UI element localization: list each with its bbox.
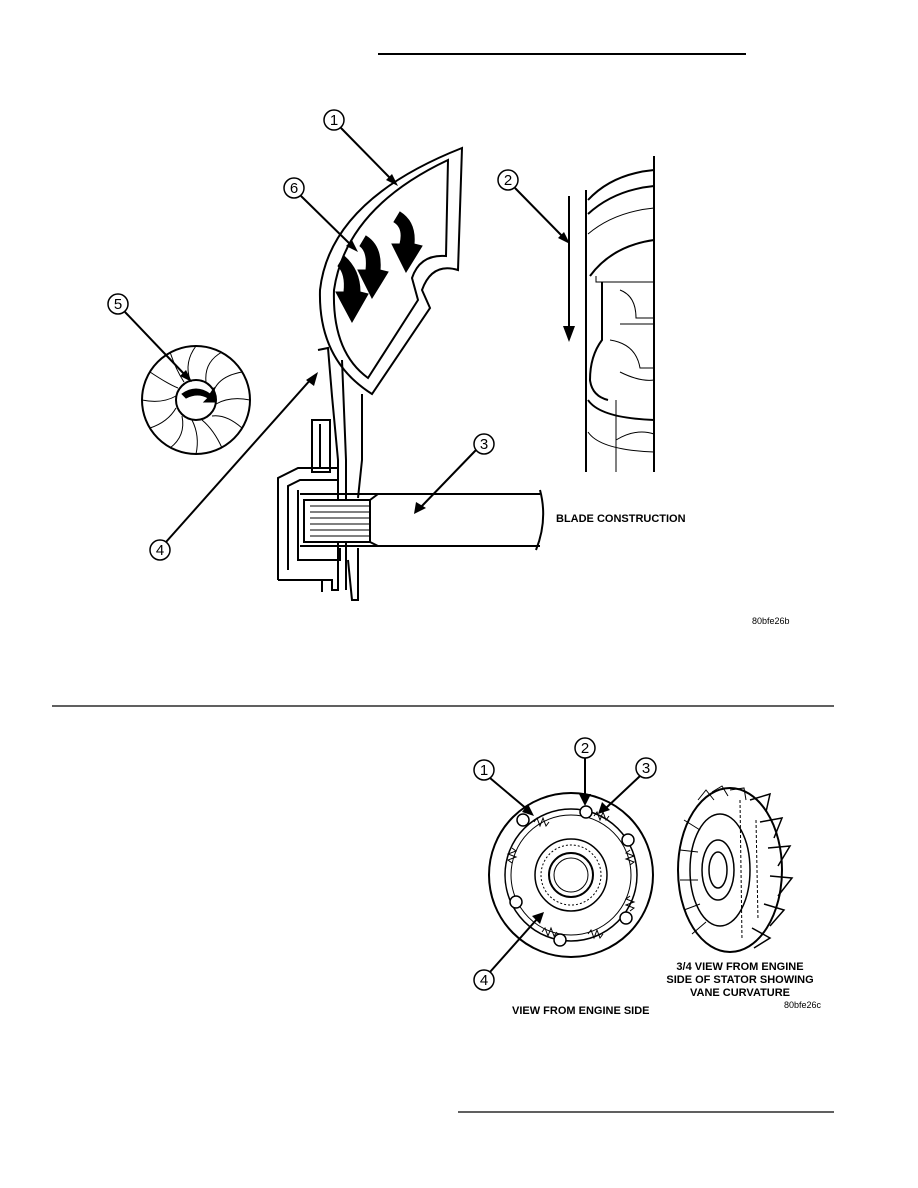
small-impeller [141, 345, 251, 455]
stator-hub [277, 346, 363, 601]
blade-construction-panel [585, 156, 655, 472]
callout-number-3: 3 [480, 436, 488, 453]
callout-6: 6 [283, 177, 358, 252]
stator-3-4-view [677, 785, 794, 953]
blade-arrow [563, 196, 575, 342]
left-caption: VIEW FROM ENGINE SIDE [512, 1005, 650, 1017]
input-shaft [300, 489, 545, 551]
f2-callout-1: 1 [473, 759, 534, 816]
callout-number-1: 1 [330, 112, 338, 129]
vane-section [318, 146, 464, 396]
blade-construction-caption: BLADE CONSTRUCTION [556, 513, 686, 525]
f2-callout-number-1: 1 [480, 762, 488, 779]
f2-callout-number-3: 3 [642, 760, 650, 777]
figure2-code: 80bfe26c [784, 1000, 822, 1010]
callout-number-5: 5 [114, 296, 122, 313]
callout-number-6: 6 [290, 180, 298, 197]
callout-5: 5 [107, 293, 192, 382]
right-caption-line-1: 3/4 VIEW FROM ENGINE [676, 961, 803, 973]
figure-1: 1 6 2 5 3 4 [107, 109, 790, 626]
f2-callout-3: 3 [598, 757, 657, 814]
right-caption-line-2: SIDE OF STATOR SHOWING [666, 974, 813, 986]
f2-callout-2: 2 [574, 737, 596, 806]
stator-front-view [488, 792, 654, 958]
callout-4: 4 [149, 372, 318, 561]
callout-number-2: 2 [504, 172, 512, 189]
callout-2: 2 [497, 169, 570, 244]
figure-2: 1 2 3 4 3/4 VIEW FROM ENGINE SIDE OF STA… [473, 737, 822, 1017]
right-caption-line-3: VANE CURVATURE [690, 987, 790, 999]
f2-callout-4: 4 [473, 912, 544, 991]
callout-number-4: 4 [156, 542, 164, 559]
callout-1: 1 [323, 109, 398, 186]
figure1-code: 80bfe26b [752, 616, 790, 626]
f2-callout-number-2: 2 [581, 740, 589, 757]
f2-callout-number-4: 4 [480, 972, 488, 989]
flow-arrows [335, 211, 423, 324]
callout-3: 3 [414, 433, 495, 514]
